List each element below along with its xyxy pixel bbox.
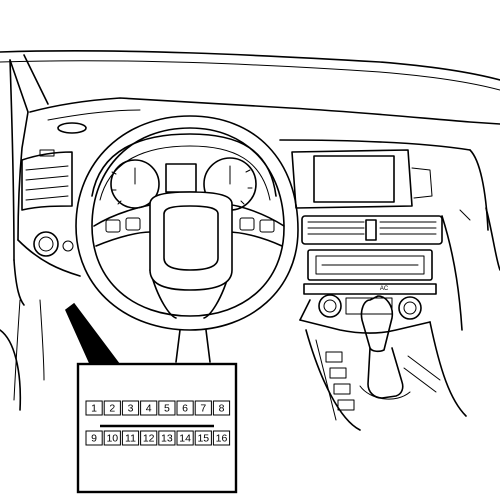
center-air-vents: [301, 215, 443, 245]
pin-label-13: 13: [161, 433, 173, 445]
center-console: [299, 295, 467, 431]
obd-connector-inset: [76, 362, 238, 494]
connector-bottom-row: 9 10 11 12 13 14 15 16: [85, 430, 231, 446]
pin-label-9: 9: [91, 433, 97, 445]
pin-label-16: 16: [216, 433, 228, 445]
right-dash-panel: [441, 207, 500, 331]
pin-label-6: 6: [182, 403, 188, 415]
pin-box-5: [158, 400, 176, 416]
windshield-frame: [0, 50, 500, 113]
radio-panel: AC: [303, 249, 437, 295]
console-buttons: [325, 351, 355, 411]
pin-box-4: [140, 400, 158, 416]
steering-wheel: [75, 115, 299, 331]
pin-label-2: 2: [109, 403, 115, 415]
pin-label-5: 5: [164, 403, 170, 415]
pin-box-13: [158, 430, 176, 446]
pin-box-9: [85, 430, 103, 446]
pin-label-3: 3: [128, 403, 134, 415]
left-air-vent: [21, 149, 73, 211]
pin-label-11: 11: [125, 433, 136, 445]
pin-box-15: [194, 430, 212, 446]
left-temperature-knob: [318, 294, 342, 318]
wheel-right-buttons: [239, 217, 275, 233]
pin-box-7: [194, 400, 212, 416]
pin-box-3: [121, 400, 140, 416]
pin-box-6: [176, 400, 194, 416]
dash-speaker: [57, 122, 87, 134]
pin-box-2: [103, 400, 121, 416]
dashboard-top: [29, 97, 500, 231]
pin-box-14: [176, 430, 194, 446]
wheel-left-buttons: [105, 217, 141, 233]
pin-box-1: [85, 400, 103, 416]
navigation-screen: [291, 149, 433, 209]
pin-label-8: 8: [219, 403, 225, 415]
pin-label-15: 15: [197, 433, 209, 445]
callout-pointer: [65, 302, 124, 369]
pin-box-8: [212, 400, 231, 416]
pin-label-1: 1: [91, 403, 97, 415]
pin-box-16: [212, 430, 231, 446]
light-switch: [33, 231, 74, 257]
pin-box-10: [103, 430, 121, 446]
right-temperature-knob: [398, 296, 422, 320]
pin-label-10: 10: [106, 433, 118, 445]
pin-label-4: 4: [146, 403, 152, 415]
cluster-display: [165, 163, 197, 193]
left-dash-panel: [0, 59, 81, 411]
pin-label-14: 14: [179, 433, 191, 445]
gear-shifter: [359, 295, 411, 400]
pin-label-12: 12: [143, 433, 155, 445]
climate-controls: [318, 294, 422, 320]
vent-label: AC: [380, 286, 389, 292]
pin-box-11: [121, 430, 140, 446]
steering-column: [175, 329, 211, 363]
pin-box-12: [140, 430, 158, 446]
pin-label-7: 7: [200, 403, 206, 415]
